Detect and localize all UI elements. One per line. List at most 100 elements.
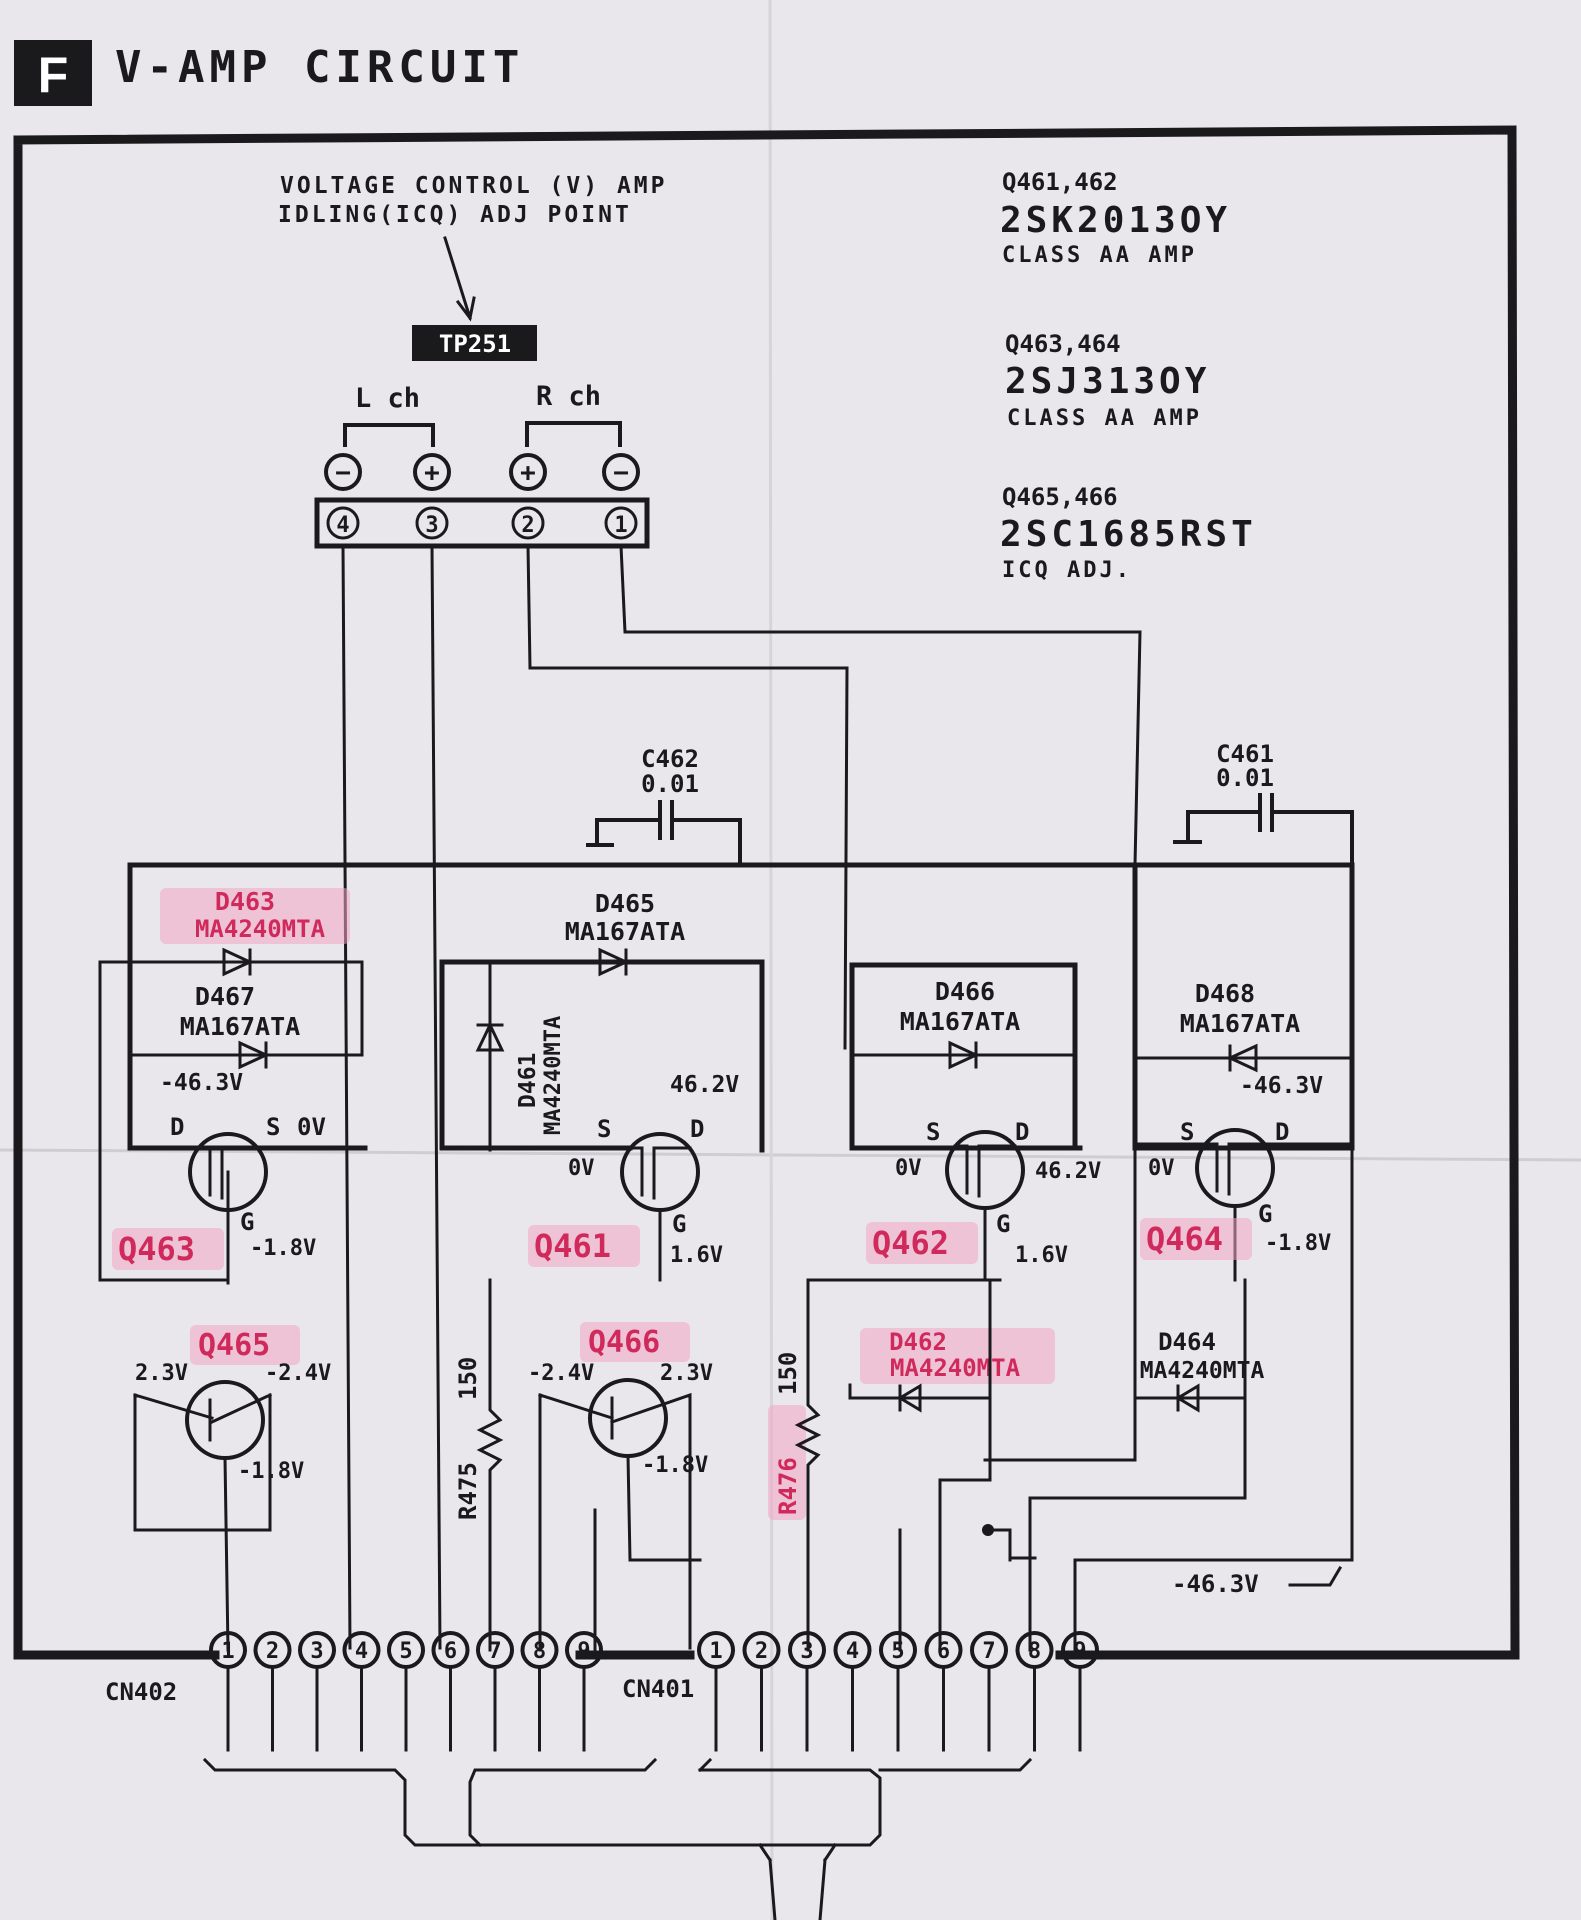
adjust-note-line2: IDLING(ICQ) ADJ POINT [278,202,632,228]
terminal-pol-4: − [335,458,351,488]
terminal-3: 3 [425,513,438,538]
cn401-pin-6: 6 [937,1639,950,1664]
d468-part: MA167ATA [1180,1009,1300,1038]
diode-d467: D467 MA167ATA [180,982,300,1070]
r475-ref: R475 [454,1462,482,1520]
q466-ref: Q466 [588,1325,660,1360]
r476-highlight [768,1405,806,1520]
terminal-polarity-plus [413,453,451,491]
cn401-pin-7: 7 [982,1639,995,1664]
q461-ref: Q461 [534,1227,611,1265]
r476-ref: R476 [774,1457,802,1515]
mosfet-q463: -46.3V D S 0V G -1.8V Q463 [112,1070,326,1285]
capacitor-c462: C462 0.01 [586,745,742,867]
paper-fold [768,0,774,1920]
adjust-note-line1: VOLTAGE CONTROL (V) AMP [280,173,668,199]
q464-s-label: S [1180,1118,1194,1146]
r475-value: 150 [454,1357,482,1400]
bjt-q466: Q466 -2.4V 2.3V -1.8V [528,1322,713,1652]
mosfet-symbol-icon [953,1144,1017,1282]
cable-brace [202,1757,1033,1920]
q463-ref: Q463 [118,1230,195,1268]
terminal-pol-1: − [613,458,629,488]
q465-highlight [190,1325,300,1365]
q465-left-v: 2.3V [135,1361,188,1386]
lower-wires [898,1146,1354,1652]
d461-part: MA4240MTA [541,1016,566,1135]
bjt-symbol-icon [538,1392,702,1652]
q463-d-label: D [170,1113,184,1141]
mosfet-q461: S 0V D 46.2V G 1.6V Q461 [528,1072,739,1282]
q461-d-label: D [690,1115,704,1143]
diode-symbol-icon [806,1278,1002,1652]
terminal-2: 2 [521,513,534,538]
q461-s-v: 0V [568,1156,595,1181]
diode-symbol-icon [948,1040,980,1070]
parts-refs: Q463,464 [1005,330,1121,358]
q462-s-label: S [926,1118,940,1146]
q465-right-v: -2.4V [265,1361,331,1386]
diode-symbol-icon [222,947,254,977]
junction-dot [982,1524,994,1536]
section-badge [14,40,92,106]
diode-symbol-icon [598,947,630,977]
q462-g-label: G [996,1210,1010,1238]
d461-ref: D461 [515,1053,541,1108]
c462-ref: C462 [641,745,699,773]
parts-refs: Q465,466 [1002,483,1118,511]
block-wires [98,960,1354,1282]
q464-d-label: D [1275,1118,1289,1146]
d463-highlight [160,888,350,944]
q466-right-v: 2.3V [660,1361,713,1386]
d465-ref: D465 [595,889,655,918]
mosfet-symbol-icon [1133,1142,1354,1282]
q462-d-v: 46.2V [1035,1159,1101,1184]
q463-g-v: -1.8V [250,1236,316,1261]
terminal-1: 1 [614,513,627,538]
terminal-wires [341,544,1142,1650]
channel-brackets [343,421,622,447]
q462-s-v: 0V [895,1156,922,1181]
parts-desc: ICQ ADJ. [1002,558,1132,583]
resistor-zigzag-icon [476,1278,504,1652]
terminal-polarity-plus [509,453,547,491]
diode-d466: D466 MA167ATA [900,977,1020,1070]
bjt-q465: Q465 2.3V -2.4V -1.8V [133,1325,331,1652]
q461-highlight [528,1225,640,1267]
rail-label: -46.3V [1172,1570,1259,1598]
q464-g-label: G [1258,1200,1272,1228]
terminal-polarity-minus [324,453,362,491]
cn401-pin-9: 9 [1073,1639,1086,1664]
c461-value: 0.01 [1216,764,1274,792]
paper-fold [0,1148,1581,1162]
left-channel-label: L ch [355,383,420,414]
c461-ref: C461 [1216,740,1274,768]
cn402-pin-1: 1 [221,1639,234,1664]
q465-ref: Q465 [198,1328,270,1363]
q462-ref: Q462 [872,1224,949,1262]
diode-symbol-icon [1226,1043,1258,1073]
cn401-pin-8: 8 [1028,1639,1041,1664]
q466-highlight [580,1322,690,1362]
terminal-block: − + + − 4 3 2 1 [314,453,650,549]
d462-part: MA4240MTA [890,1354,1021,1382]
resistor-r475: R475 150 [454,1278,504,1652]
cn402-label: CN402 [105,1678,177,1706]
diode-d462: D462 MA4240MTA [806,1278,1055,1652]
cn401-pin-4: 4 [846,1639,859,1664]
terminal-4: 4 [336,513,349,538]
d463-part: MA4240MTA [195,915,326,943]
right-channel-label: R ch [536,381,601,412]
d466-ref: D466 [935,977,995,1006]
cn401-pin-3: 3 [800,1639,813,1664]
cn401-pin-2: 2 [755,1639,768,1664]
terminal-polarity-minus [602,453,640,491]
diode-d468: D468 MA167ATA [1180,979,1300,1073]
mosfet-q462: S 0V D 46.2V G 1.6V Q462 [866,1118,1101,1282]
c462-value: 0.01 [641,770,699,798]
test-point-label: TP251 [439,330,511,358]
cn401-pin-1: 1 [709,1639,722,1664]
d468-ref: D468 [1195,979,1255,1008]
q466-left-v: -2.4V [528,1361,594,1386]
